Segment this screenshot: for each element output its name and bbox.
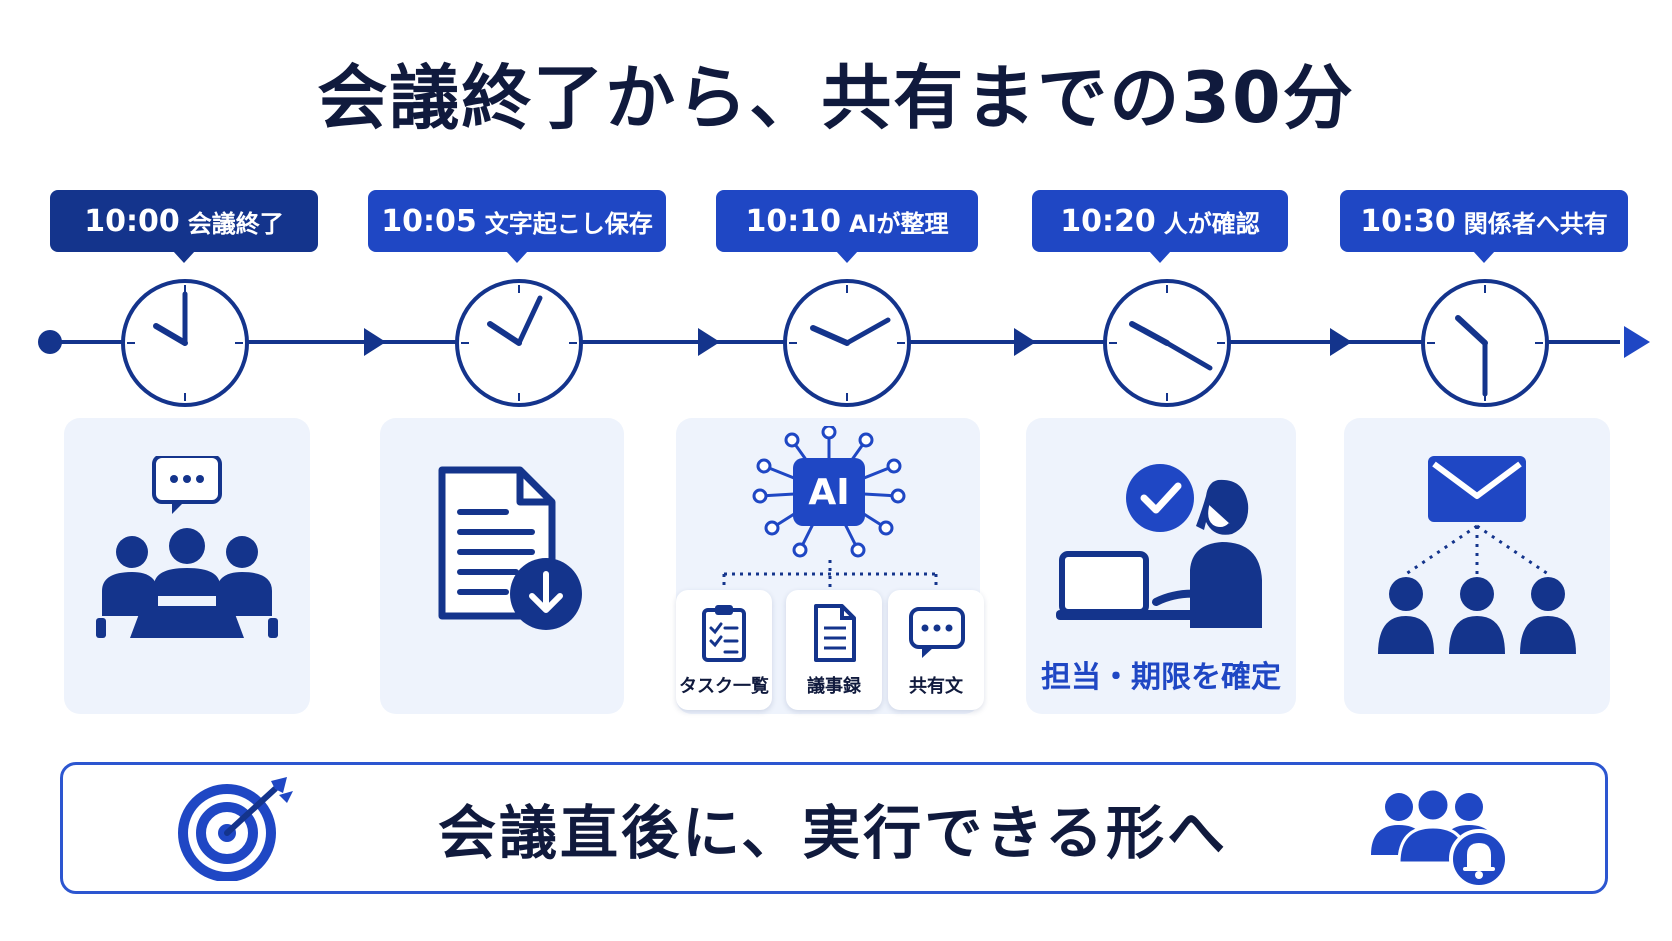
card-meeting <box>64 418 310 714</box>
step-label-1: 会議終了 <box>187 209 284 238</box>
step-time-1: 10:00 <box>84 203 180 239</box>
chat-bubble-icon <box>909 607 965 658</box>
clock-icon-1020 <box>1103 279 1231 407</box>
ai-branch-lines <box>722 560 938 592</box>
step-time-3: 10:10 <box>745 203 841 239</box>
card-share <box>1344 418 1610 714</box>
step-label-2: 文字起こし保存 <box>484 209 653 238</box>
output-label-tasks: タスク一覧 <box>679 676 769 697</box>
step-time-5: 10:30 <box>1360 203 1456 239</box>
clipboard-checklist-icon <box>702 605 746 662</box>
card-transcript <box>380 418 624 714</box>
mail-broadcast-icon <box>1378 456 1576 654</box>
card-confirm <box>1026 418 1296 714</box>
person-laptop-check-icon <box>1056 464 1262 628</box>
document-icon <box>814 604 856 662</box>
team-bell-icon <box>1371 787 1509 887</box>
clock-icon-1030 <box>1421 279 1549 407</box>
step-label-5: 関係者へ共有 <box>1463 209 1608 238</box>
meeting-icon <box>96 456 278 638</box>
step-label-3: AIが整理 <box>848 209 949 238</box>
output-card-tasks: タスク一覧 <box>676 590 772 710</box>
clock-icon-1010 <box>783 279 911 407</box>
step-bubble-4: 10:20 人が確認 <box>1032 190 1288 263</box>
step-bubble-5: 10:30 関係者へ共有 <box>1340 190 1628 263</box>
output-card-minutes: 議事録 <box>786 590 882 710</box>
ai-chip-label: AI <box>808 471 850 513</box>
summary-banner: 会議直後に、実行できる形へ <box>60 762 1608 894</box>
clock-icon-1005 <box>455 279 583 407</box>
output-label-share: 共有文 <box>909 676 963 697</box>
step-time-2: 10:05 <box>381 203 477 239</box>
ai-network-icon <box>752 426 906 558</box>
step-bubble-3: 10:10 AIが整理 <box>716 190 978 263</box>
banner-text: 会議直後に、実行できる形へ <box>437 799 1229 867</box>
confirm-caption: 担当・期限を確定 <box>1041 660 1281 695</box>
step-label-4: 人が確認 <box>1163 209 1260 238</box>
document-download-icon <box>438 466 582 630</box>
clock-icon-1000 <box>121 279 249 407</box>
step-bubble-1: 10:00 会議終了 <box>50 190 318 263</box>
output-label-minutes: 議事録 <box>807 676 861 697</box>
output-card-share: 共有文 <box>888 590 984 710</box>
page-title: 会議終了から、共有までの30分 <box>317 57 1355 139</box>
step-bubble-2: 10:05 文字起こし保存 <box>368 190 666 263</box>
target-arrow-icon <box>178 777 293 881</box>
step-time-4: 10:20 <box>1060 203 1156 239</box>
